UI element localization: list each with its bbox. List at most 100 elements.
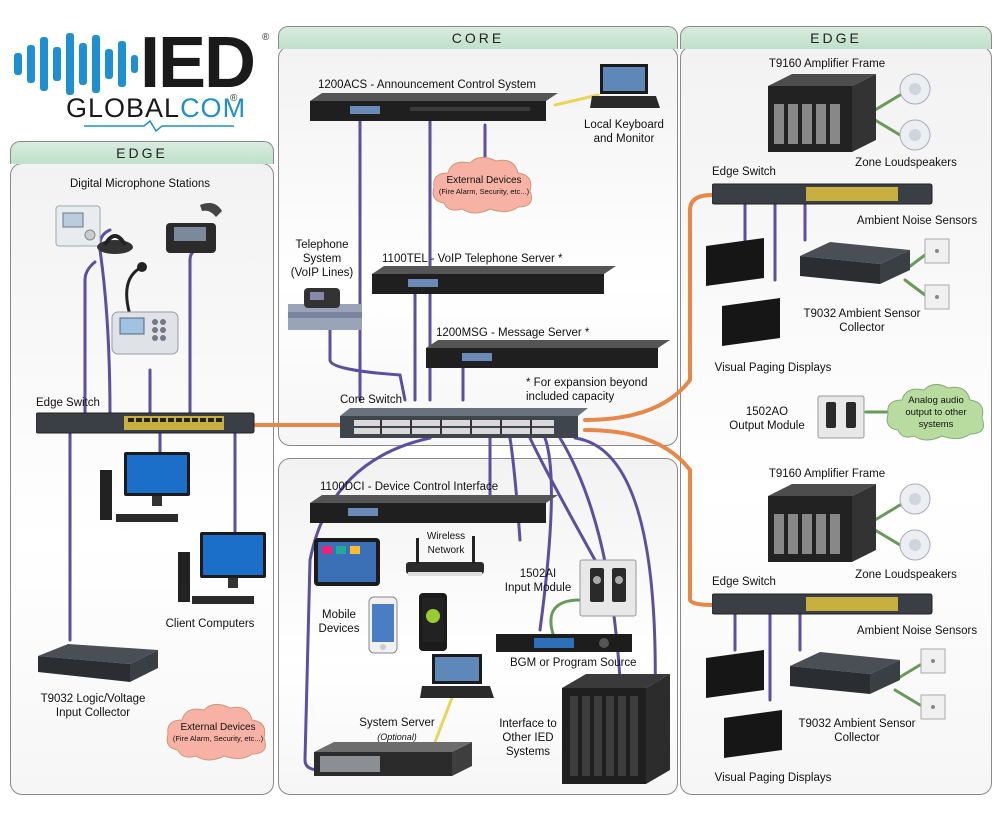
- t9032-ambient-1-line1: T9032 Ambient Sensor: [803, 308, 921, 320]
- visual-2-label: Visual Paging Displays: [714, 772, 832, 784]
- iphone-device-icon: [368, 596, 398, 654]
- wireless-label: Wireless Network: [418, 530, 474, 558]
- system-server-label: System Server (Optional): [352, 716, 442, 744]
- analog-line3: systems: [918, 419, 954, 430]
- ambient-sensor-1b-icon: [924, 284, 950, 310]
- zone-loudspeaker-2b-icon: [899, 529, 931, 561]
- edge-external-cloud-text: External Devices (Fire Alarm, Security, …: [166, 722, 270, 744]
- edge-left-tab: EDGE: [10, 141, 274, 164]
- telephone-line2: System: [302, 253, 342, 265]
- edge-switch-r2-icon: [712, 593, 933, 615]
- core-tab: CORE: [278, 26, 678, 49]
- android-device-icon: [419, 593, 447, 651]
- msg-server-rack-icon: [426, 340, 670, 368]
- mic-station-desk-icon: [97, 234, 133, 254]
- zone-ls-2-label: Zone Loudspeakers: [855, 569, 957, 581]
- dci-label: 1100DCI - Device Control Interface: [320, 481, 499, 493]
- client-computer-2-icon: [178, 532, 266, 604]
- mobile-devices-label: Mobile Devices: [312, 608, 366, 636]
- edge-external-cloud-icon: [166, 704, 266, 761]
- t9032-ambient-1-label: T9032 Ambient Sensor Collector: [800, 307, 924, 335]
- expansion-note: * For expansion beyond included capacity: [526, 376, 676, 404]
- zone-loudspeaker-2a-icon: [899, 483, 931, 515]
- local-keyboard-line2: and Monitor: [593, 133, 655, 145]
- zone-loudspeaker-1a-icon: [899, 73, 931, 105]
- tel-server-label: 1100TEL - VoIP Telephone Server *: [382, 253, 563, 265]
- yellow-kvm-bottom: [430, 688, 457, 752]
- telephone-line1: Telephone: [295, 239, 349, 251]
- output-module-line1: 1502AO: [745, 406, 789, 418]
- mobile-line1: Mobile: [322, 609, 356, 621]
- zone-ls-1-label: Zone Loudspeakers: [855, 157, 957, 169]
- wireless-line1: Wireless: [426, 531, 466, 542]
- digital-mic-label: Digital Microphone Stations: [70, 178, 210, 190]
- msg-server-label: 1200MSG - Message Server *: [436, 327, 590, 339]
- acs-label: 1200ACS - Announcement Control System: [318, 79, 536, 91]
- amplifier-frame-1-icon: [768, 74, 876, 152]
- logo-pulse-line: [84, 120, 234, 132]
- t9032-ambient-1-line2: Collector: [839, 322, 885, 334]
- mobile-line2: Devices: [318, 623, 360, 635]
- t9032-ambient-2-icon: [790, 652, 900, 694]
- telephone-system-icon: [288, 288, 362, 330]
- analog-line1: Analog audio: [908, 395, 964, 406]
- orange-link-right-bottom: [583, 428, 714, 607]
- edge-right-tab: EDGE: [680, 26, 992, 49]
- green-amp-bottom: [873, 503, 902, 547]
- tablet-device-icon: [314, 538, 380, 586]
- bgm-source-icon: [496, 634, 632, 652]
- t9032-logic-line1: T9032 Logic/Voltage: [40, 693, 146, 705]
- local-keyboard-line1: Local Keyboard: [584, 119, 664, 131]
- ambient-2-label: Ambient Noise Sensors: [856, 625, 978, 637]
- interface-ied-label: Interface to Other IED Systems: [496, 717, 560, 759]
- core-cloud-title: External Devices: [446, 175, 522, 186]
- analog-output-cloud-text: Analog audio output to other systems: [890, 395, 982, 431]
- analog-output-cloud-icon: [886, 384, 984, 441]
- expansion-line1: * For expansion beyond: [526, 377, 648, 389]
- t9032-ambient-2-line1: T9032 Ambient Sensor: [798, 718, 916, 730]
- system-server-icon: [314, 742, 472, 776]
- kvm-keyboard-monitor-top-icon: [590, 64, 660, 108]
- dci-rack-icon: [310, 495, 558, 523]
- amplifier-frame-2-icon: [768, 484, 876, 562]
- local-keyboard-label: Local Keyboard and Monitor: [574, 118, 674, 146]
- client-computer-1-icon: [100, 452, 190, 522]
- t9032-logic-line2: Input Collector: [55, 707, 131, 719]
- wireless-line2: Network: [427, 545, 465, 556]
- t9032-ambient-2-line2: Collector: [834, 732, 880, 744]
- acs-rack-icon: [310, 93, 558, 121]
- edge-switch-left-label: Edge Switch: [36, 397, 100, 409]
- core-cloud-sub: (Fire Alarm, Security, etc...): [438, 187, 530, 196]
- edge-cloud-title: External Devices: [180, 722, 256, 733]
- input-module-line2: Input Module: [504, 582, 572, 594]
- t9032-ambient-1-icon: [800, 242, 910, 284]
- t9032-ambient-2-label: T9032 Ambient Sensor Collector: [792, 717, 922, 745]
- logo-sub-registered: ®: [230, 93, 238, 104]
- amp-frame-1-label: T9160 Amplifier Frame: [768, 58, 886, 70]
- tel-server-rack-icon: [372, 266, 616, 294]
- logo-sub-main: GLOBAL: [66, 93, 181, 123]
- input-module-line1: 1502AI: [519, 568, 557, 580]
- interface-line2: Other IED: [502, 732, 554, 744]
- soundwave-logo-icon: [14, 33, 138, 95]
- interface-line3: Systems: [505, 746, 551, 758]
- green-amp-top: [873, 93, 902, 137]
- bgm-label: BGM or Program Source: [510, 657, 637, 669]
- system-server-optional: (Optional): [377, 732, 417, 742]
- output-module-line2: Output Module: [729, 420, 805, 432]
- ambient-1-label: Ambient Noise Sensors: [856, 215, 978, 227]
- visual-display-1a-icon: [706, 238, 764, 286]
- green-link-bgm: [549, 598, 582, 642]
- mic-station-gooseneck-icon: [111, 262, 179, 355]
- yellow-kvm-top: [553, 93, 600, 107]
- edge-cloud-sub: (Fire Alarm, Security, etc...): [172, 734, 264, 743]
- edge-switch-r2-label: Edge Switch: [712, 576, 776, 588]
- orange-link-right-top: [583, 193, 714, 422]
- visual-display-1b-icon: [722, 298, 780, 346]
- edge-switch-r1-label: Edge Switch: [712, 166, 776, 178]
- zone-loudspeaker-1b-icon: [899, 119, 931, 151]
- logo-sub-accent: COM: [180, 93, 247, 123]
- ambient-sensor-2b-icon: [920, 694, 946, 720]
- edge-switch-r1-icon: [712, 183, 933, 205]
